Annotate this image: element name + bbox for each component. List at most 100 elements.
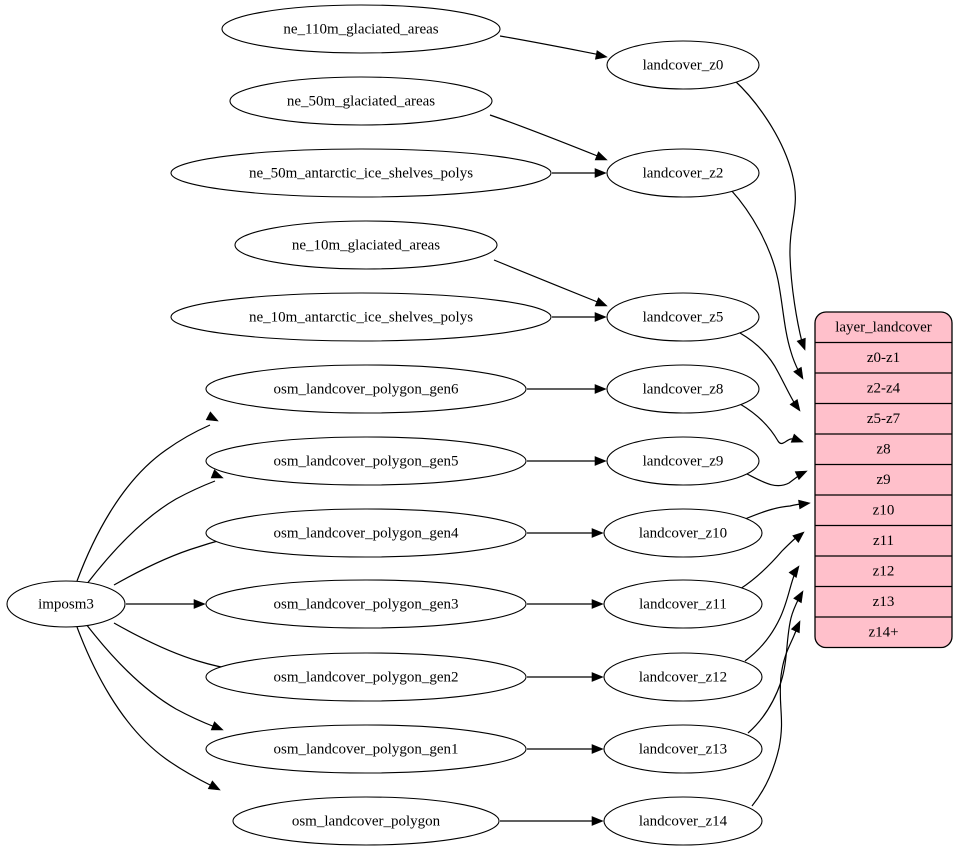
layer-table-row-label-z9: z9 [876,472,890,488]
edge-polygon-to-z14 [500,816,604,826]
node-ne_50m_antarctic_ice_shelves_polys-shape [170,148,552,198]
edge-gen6-to-z8-arrowhead [594,384,607,394]
node-osm_landcover_polygon_gen4[interactable]: osm_landcover_polygon_gen4 [205,508,527,558]
node-landcover_z14-shape [603,796,763,846]
node-landcover_z5-shape [606,292,760,342]
layer-table-row-label-z13: z13 [873,594,895,610]
node-imposm3[interactable]: imposm3 [6,580,126,628]
edge-imposm3-to-gen3 [126,599,206,609]
node-landcover_z0[interactable]: landcover_z0 [606,40,760,90]
edge-gen6-to-z8 [527,384,607,394]
node-osm_landcover_polygon_gen6-label: osm_landcover_polygon_gen6 [274,381,459,397]
edge-z0-to-row-z0z1-arrowhead [796,337,806,351]
node-landcover_z13[interactable]: landcover_z13 [603,724,763,774]
edge-ne10m-glac-to-z5-arrowhead [594,297,608,307]
node-ne_110m_glaciated_areas[interactable]: ne_110m_glaciated_areas [221,4,501,54]
edge-gen1-to-z13-arrowhead [591,744,604,754]
node-landcover_z12-shape [603,652,763,702]
edge-z13-to-row-z13-line [747,597,800,734]
node-landcover_z2-shape [606,148,760,198]
node-landcover_z9-shape [606,436,760,486]
edge-z11-to-row-z11 [739,531,805,590]
node-ne_50m_glaciated_areas[interactable]: ne_50m_glaciated_areas [229,76,493,126]
edge-z8-to-row-z8-arrowhead [790,433,804,443]
edge-ne10m-ant-to-z5 [552,312,607,322]
node-osm_landcover_polygon_gen1[interactable]: osm_landcover_polygon_gen1 [205,724,527,774]
node-landcover_z11[interactable]: landcover_z11 [603,579,763,629]
edge-ne50m-ant-to-z2-arrowhead [594,168,607,178]
edge-z2-to-row-z2z4-line [730,189,800,373]
node-ne_50m_antarctic_ice_shelves_polys-label: ne_50m_antarctic_ice_shelves_polys [249,165,473,181]
edge-z12-to-row-z12-arrowhead [788,565,800,579]
edge-imposm3-to-polygon [76,626,221,791]
node-landcover_z0-shape [606,40,760,90]
edge-ne110m-to-z0 [499,35,608,60]
node-ne_10m_antarctic_ice_shelves_polys[interactable]: ne_10m_antarctic_ice_shelves_polys [170,292,552,342]
node-landcover_z10[interactable]: landcover_z10 [603,508,763,558]
node-ne_10m_antarctic_ice_shelves_polys-shape [170,292,552,342]
edge-gen2-to-z12 [527,672,604,682]
node-osm_landcover_polygon_gen5[interactable]: osm_landcover_polygon_gen5 [205,436,527,486]
node-osm_landcover_polygon_gen5-label: osm_landcover_polygon_gen5 [274,453,459,469]
node-landcover_z14-label: landcover_z14 [639,813,728,829]
edge-imposm3-to-gen1-arrowhead [210,721,224,731]
node-landcover_z10-shape [603,508,763,558]
node-osm_landcover_polygon_gen2-label: osm_landcover_polygon_gen2 [274,669,459,685]
node-osm_landcover_polygon[interactable]: osm_landcover_polygon [232,796,500,846]
node-landcover_z12-label: landcover_z12 [639,669,727,685]
node-osm_landcover_polygon_gen6[interactable]: osm_landcover_polygon_gen6 [205,364,527,414]
node-ne_110m_glaciated_areas-shape [221,4,501,54]
node-landcover_z9-label: landcover_z9 [643,453,724,469]
edge-gen3-to-z11-arrowhead [591,599,604,609]
edge-z0-to-row-z0z1 [733,79,806,351]
node-landcover_z11-label: landcover_z11 [639,596,727,612]
node-osm_landcover_polygon-label: osm_landcover_polygon [292,813,441,829]
edge-z5-to-row-z5z7-arrowhead [789,398,801,412]
node-landcover_z14[interactable]: landcover_z14 [603,796,763,846]
edge-imposm3-to-gen6-line [76,424,211,582]
edge-z9-to-row-z9 [746,470,808,487]
node-osm_landcover_polygon_gen3-label: osm_landcover_polygon_gen3 [274,596,459,612]
edge-z2-to-row-z2z4 [730,189,804,380]
edge-imposm3-to-gen5 [85,469,224,586]
node-ne_10m_glaciated_areas[interactable]: ne_10m_glaciated_areas [234,220,498,270]
edge-polygon-to-z14-arrowhead [591,816,604,826]
node-osm_landcover_polygon_gen4-label: osm_landcover_polygon_gen4 [274,525,459,541]
node-ne_110m_glaciated_areas-label: ne_110m_glaciated_areas [283,21,438,37]
node-landcover_z2-label: landcover_z2 [643,165,724,181]
node-osm_landcover_polygon_gen4-shape [205,508,527,558]
edge-imposm3-to-gen3-arrowhead [193,599,206,609]
node-ne_50m_glaciated_areas-shape [229,76,493,126]
layer-table-header: layer_landcover [835,320,932,336]
node-landcover_z8-shape [606,364,760,414]
layer-table-row-label-z14+: z14+ [868,625,898,641]
edge-z10-to-row-z10-arrowhead [798,499,811,510]
edge-ne110m-to-z0-line [499,35,602,56]
edge-imposm3-to-gen6 [76,411,219,582]
edge-gen4-to-z10-arrowhead [591,528,604,538]
node-landcover_z5[interactable]: landcover_z5 [606,292,760,342]
node-landcover_z0-label: landcover_z0 [643,57,724,73]
edge-imposm3-to-polygon-line [76,626,213,787]
edge-z12-to-row-z12-line [744,572,796,662]
node-landcover_z8[interactable]: landcover_z8 [606,364,760,414]
node-osm_landcover_polygon_gen2[interactable]: osm_landcover_polygon_gen2 [205,652,527,702]
edge-z10-to-row-z10-line [744,503,804,520]
node-landcover_z2[interactable]: landcover_z2 [606,148,760,198]
node-landcover_z9[interactable]: landcover_z9 [606,436,760,486]
layer-table-row-label-z8: z8 [876,442,890,458]
node-osm_landcover_polygon_gen5-shape [205,436,527,486]
node-osm_landcover_polygon_gen3[interactable]: osm_landcover_polygon_gen3 [205,579,527,629]
node-osm_landcover_polygon_gen3-shape [205,579,527,629]
node-landcover_z13-shape [603,724,763,774]
node-landcover_z12[interactable]: landcover_z12 [603,652,763,702]
edge-ne50m-glac-to-z2-arrowhead [594,151,608,161]
node-osm_landcover_polygon-shape [232,796,500,846]
node-landcover_z5-label: landcover_z5 [643,309,724,325]
edge-z2-to-row-z2z4-arrowhead [793,366,804,380]
edge-gen1-to-z13 [527,744,604,754]
node-ne_50m_antarctic_ice_shelves_polys[interactable]: ne_50m_antarctic_ice_shelves_polys [170,148,552,198]
edge-gen3-to-z11 [527,599,604,609]
